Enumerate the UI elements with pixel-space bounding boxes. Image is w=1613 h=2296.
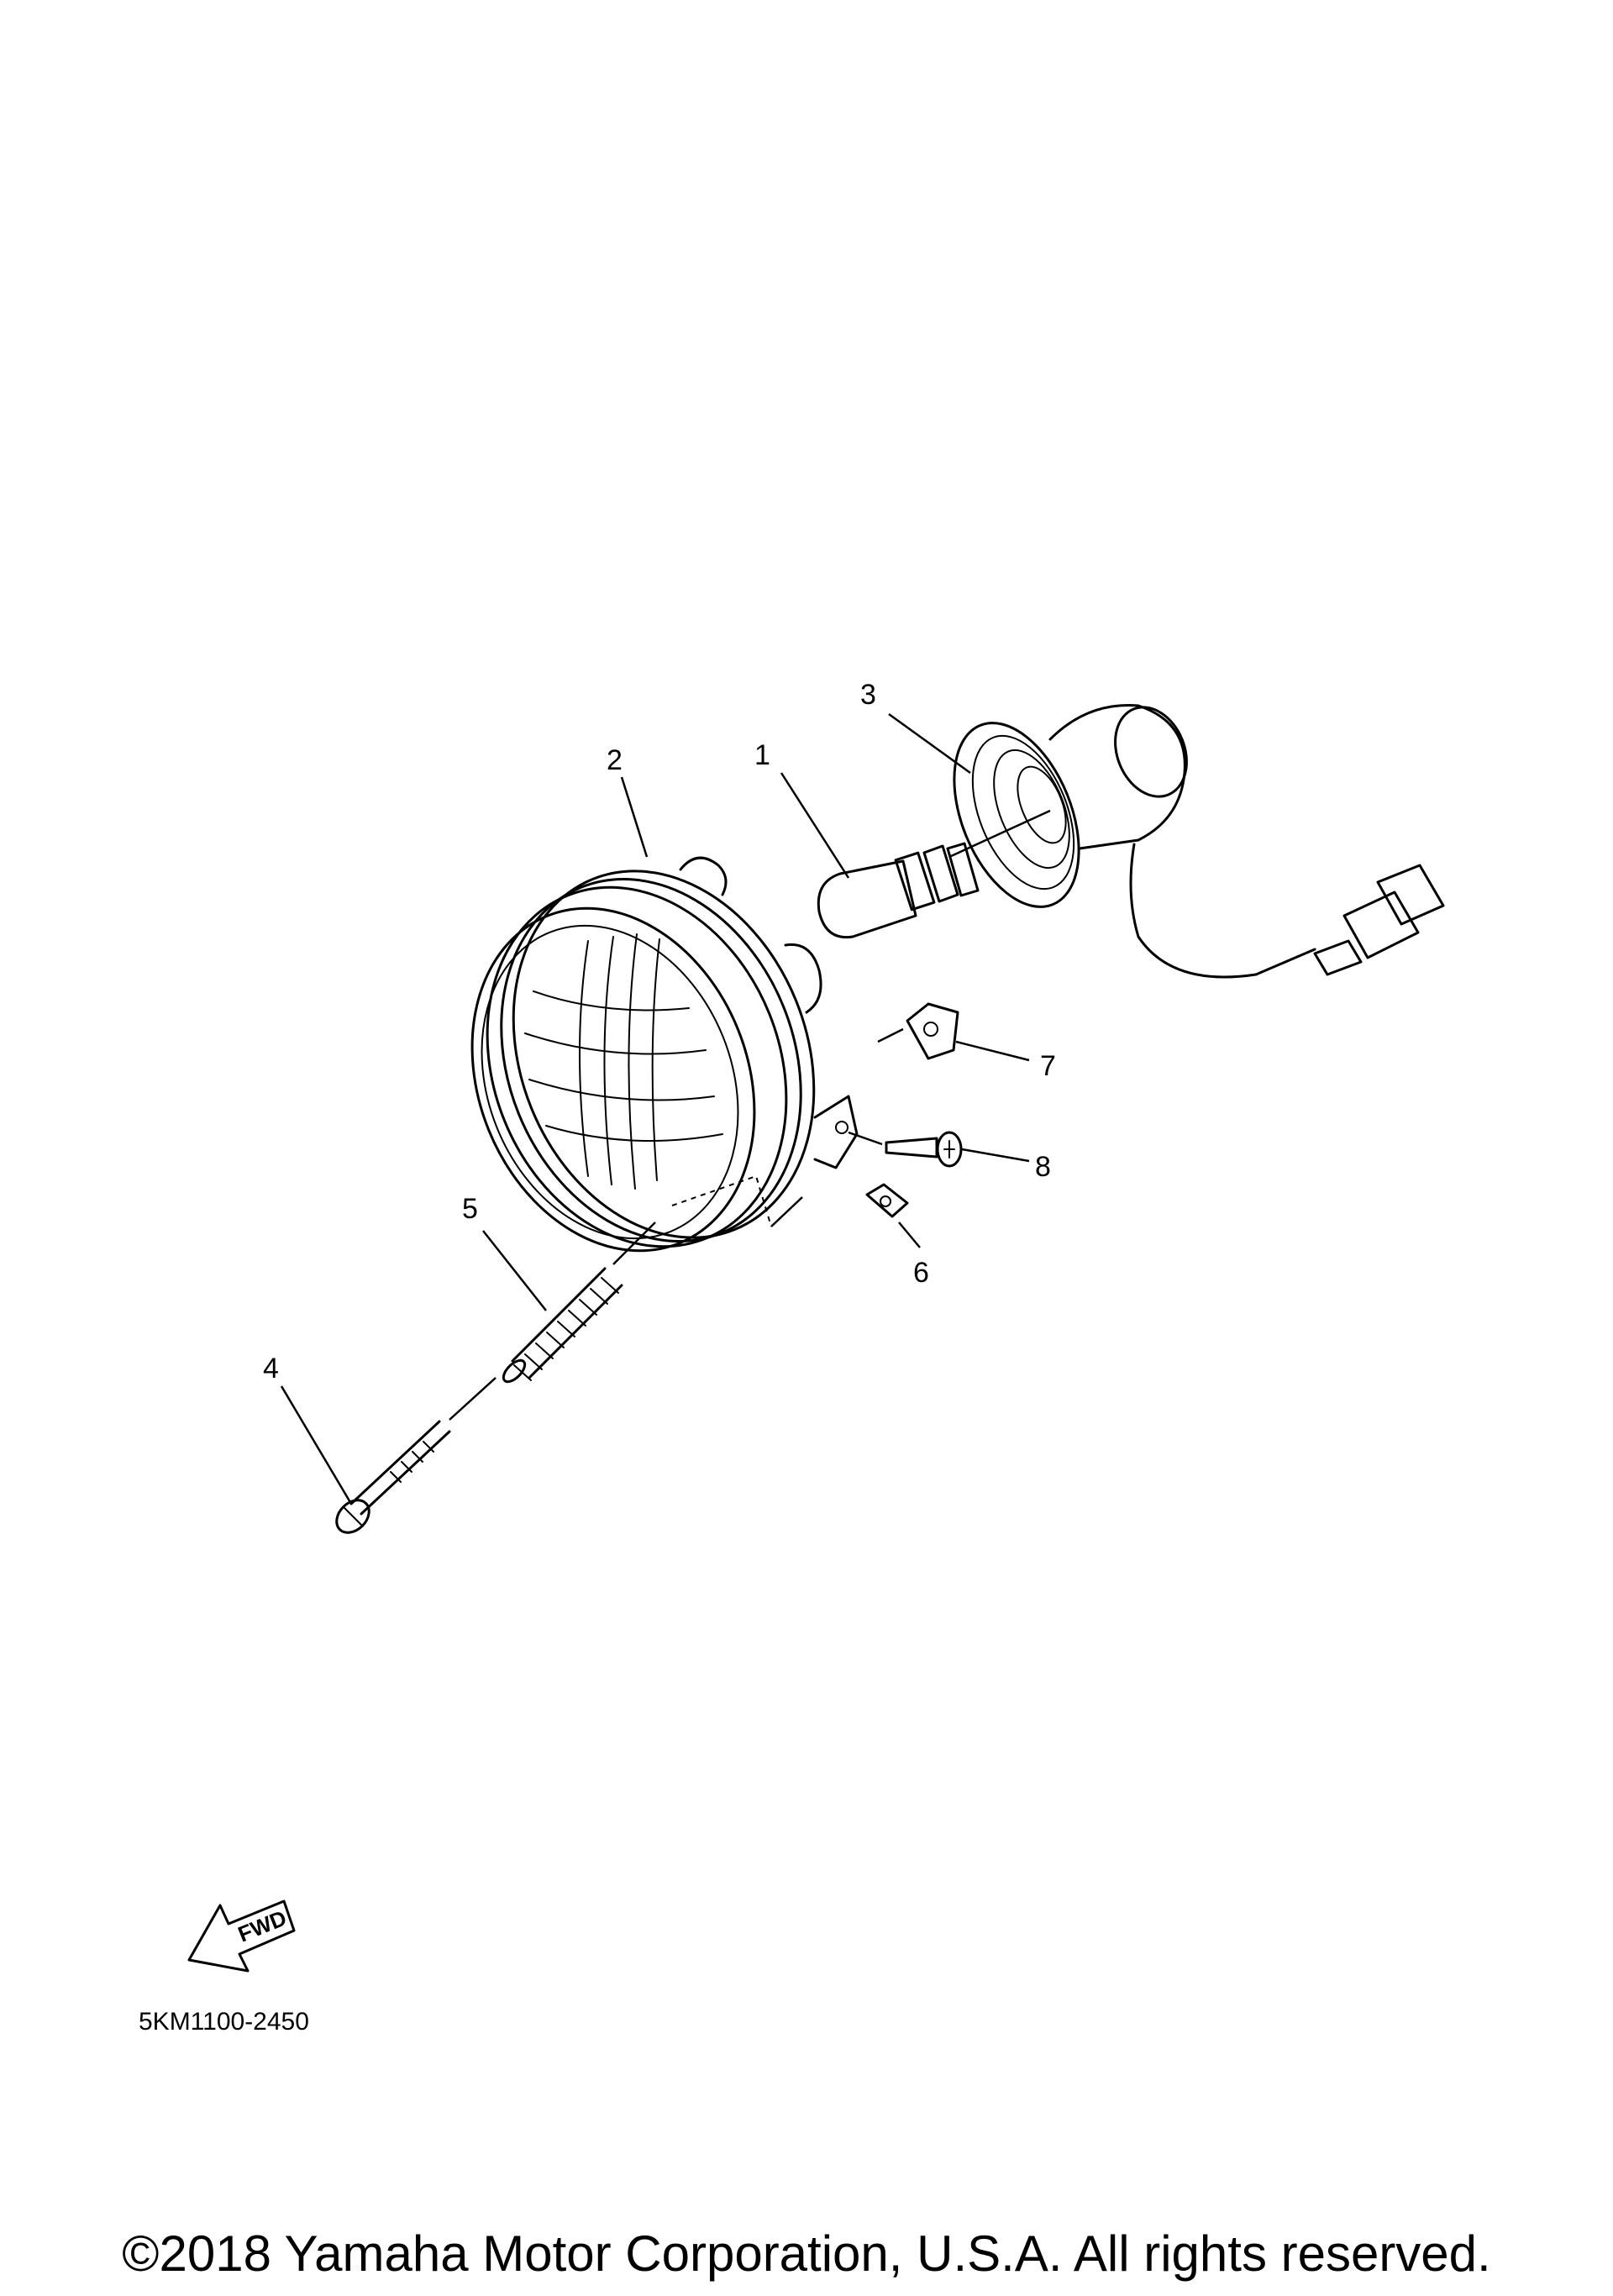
callout-5: 5 [462, 1193, 478, 1225]
forward-direction-arrow-icon: FWD [187, 1899, 296, 1973]
clip-nut [906, 1002, 959, 1060]
headlight-bulb [817, 842, 980, 939]
callout-1: 1 [754, 739, 770, 771]
callout-6: 6 [913, 1257, 929, 1289]
callout-4: 4 [263, 1353, 279, 1384]
copyright-notice: ©2018 Yamaha Motor Corporation, U.S.A. A… [122, 2225, 1491, 2282]
bulb-socket-assembly [953, 704, 1445, 979]
leader-lines [280, 712, 1030, 1505]
callout-7: 7 [1040, 1050, 1056, 1082]
screw [885, 1131, 963, 1168]
diagram-code: 5KM1100-2450 [139, 2008, 309, 2036]
callout-3: 3 [860, 679, 876, 711]
square-nut [865, 1183, 909, 1218]
callout-2: 2 [607, 744, 623, 776]
headlight-lens-housing [470, 856, 859, 1253]
adjuster-spring [502, 1267, 623, 1384]
callout-8: 8 [1035, 1151, 1051, 1183]
adjusting-bolt [335, 1420, 451, 1534]
